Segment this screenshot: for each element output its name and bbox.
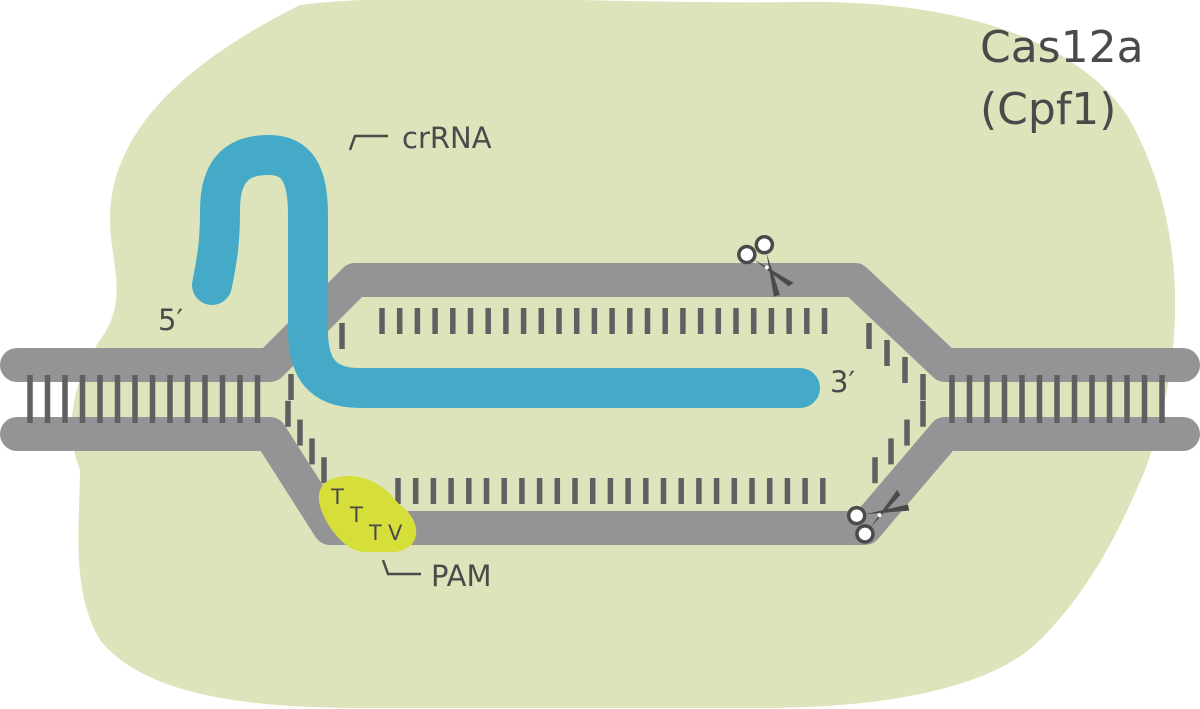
- title-line-1: Cas12a: [980, 22, 1144, 73]
- pam-letter-1: T: [330, 485, 344, 509]
- five-prime-label: 5′: [158, 303, 183, 337]
- dna-bottom-strand: [0, 417, 1200, 545]
- pam-label-bracket: [381, 559, 421, 576]
- pam-letter-4: V: [388, 521, 403, 545]
- dna-base-pair-rungs: [27, 308, 1165, 504]
- dna-backbones: [0, 263, 1200, 545]
- scissors-icon: [846, 489, 910, 544]
- pam-highlight: [318, 475, 417, 552]
- pam-label: PAM: [431, 559, 492, 593]
- pam-letter-2: T: [349, 503, 363, 527]
- pam-letter-3: T: [368, 521, 382, 545]
- scissors-icon: [737, 234, 794, 297]
- title-line-2: (Cpf1): [980, 84, 1116, 135]
- three-prime-label: 3′: [830, 365, 855, 399]
- crrna-label: crRNA: [402, 121, 492, 155]
- dna-top-strand: [0, 263, 1200, 382]
- crrna-strand: [192, 135, 820, 408]
- crrna-label-bracket: [348, 134, 388, 151]
